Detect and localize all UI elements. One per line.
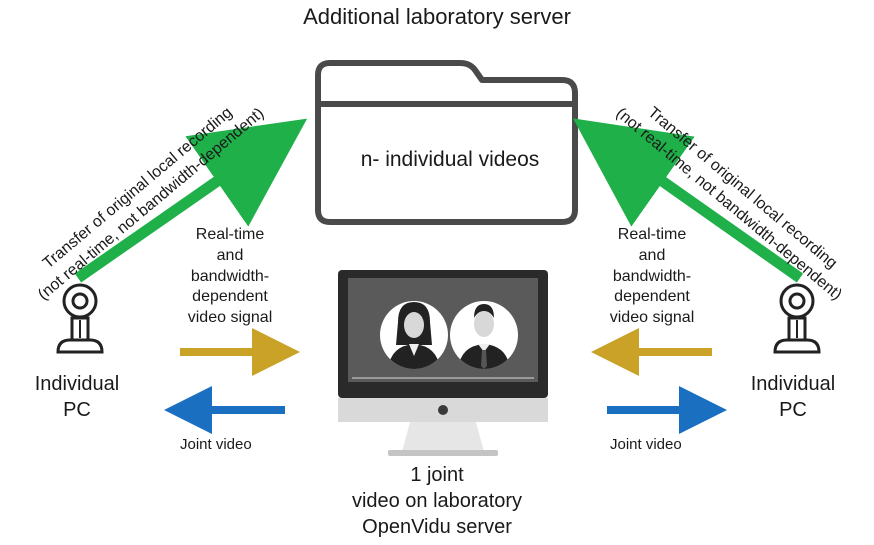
individual-pc-right: Individual PC xyxy=(718,371,868,423)
person-female-icon xyxy=(380,301,448,369)
joint-label-line: 1 joint xyxy=(410,464,464,486)
monitor-icon xyxy=(338,270,548,456)
joint-video-server-label: 1 joint video on laboratory OpenVidu ser… xyxy=(307,462,567,540)
realtime-right-line: and xyxy=(638,246,666,264)
folder-label: n- individual videos xyxy=(360,148,540,171)
realtime-left-line: Real-time xyxy=(195,226,265,243)
joint-label-line: video on laboratory xyxy=(351,490,523,512)
realtime-left-line: bandwidth- xyxy=(190,267,270,285)
pc-left-line: Individual xyxy=(34,373,120,395)
pc-right-line: PC xyxy=(779,399,807,421)
transfer-arrow-left xyxy=(74,118,308,283)
realtime-right-line: video signal xyxy=(609,309,695,327)
realtime-left-line: video signal xyxy=(187,309,273,327)
realtime-right-line: dependent xyxy=(614,288,690,306)
server-title: Additional laboratory server xyxy=(303,4,571,29)
realtime-label-right: Real-time and bandwidth- dependent video… xyxy=(572,225,732,329)
pc-right-line: Individual xyxy=(750,373,836,395)
joint-label-line: OpenVidu server xyxy=(362,516,512,538)
joint-video-label-left: Joint video xyxy=(180,436,252,453)
realtime-left-line: and xyxy=(216,246,244,264)
person-male-icon xyxy=(450,301,518,369)
realtime-left-line: dependent xyxy=(192,288,268,306)
individual-pc-left: Individual PC xyxy=(2,371,152,423)
pc-left-line: PC xyxy=(63,399,91,421)
realtime-label-left: Real-time and bandwidth- dependent video… xyxy=(150,225,310,329)
realtime-right-line: bandwidth- xyxy=(612,267,692,285)
realtime-right-line: Real-time xyxy=(617,226,687,243)
folder-icon xyxy=(315,60,578,225)
webcam-icon xyxy=(773,283,821,354)
webcam-icon xyxy=(56,283,104,354)
joint-video-label-right: Joint video xyxy=(610,436,682,453)
transfer-arrow-right xyxy=(573,118,804,283)
